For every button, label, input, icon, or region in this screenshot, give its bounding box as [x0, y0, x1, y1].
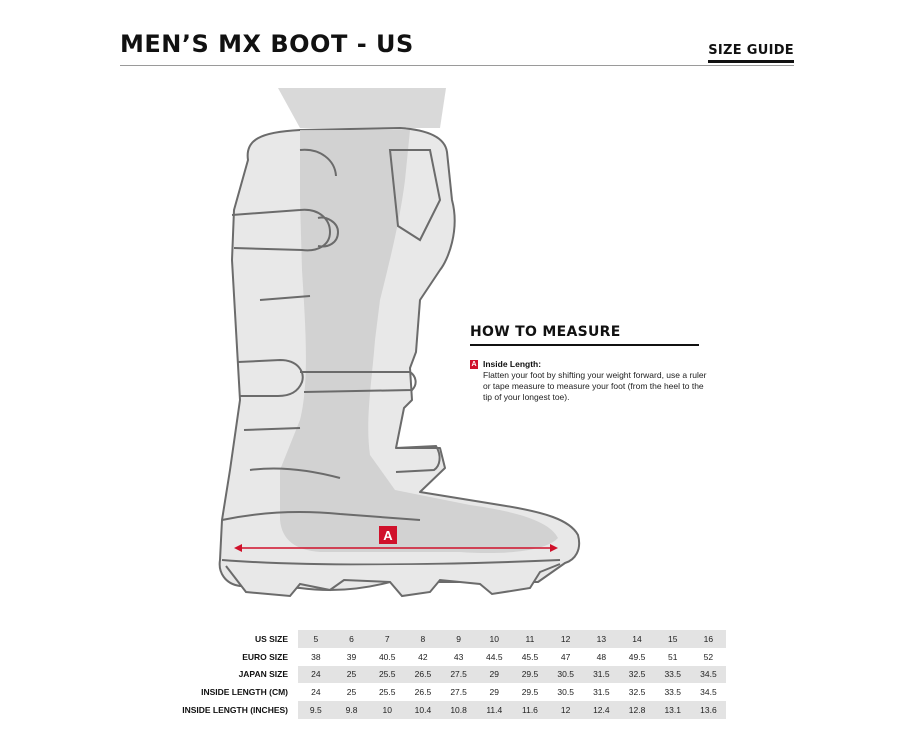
row-label: JAPAN SIZE	[238, 669, 288, 680]
foot-silhouette	[280, 130, 558, 554]
table-cell: 32.5	[619, 683, 655, 702]
boot-sole	[225, 563, 561, 598]
table-cell: 42	[405, 647, 441, 666]
table-cell: 29	[476, 683, 513, 702]
table-cell: 5	[298, 630, 334, 648]
table-cell: 30.5	[547, 665, 584, 684]
table-cell: 29.5	[512, 665, 548, 684]
table-cell: 40.5	[369, 647, 406, 666]
table-cell: 33.5	[654, 665, 691, 684]
table-cell: 24	[298, 665, 334, 684]
table-cell: 9	[440, 630, 477, 648]
table-cell: 8	[405, 630, 441, 648]
row-label: US SIZE	[254, 633, 288, 644]
table-cell: 49.5	[619, 647, 655, 666]
table-cell: 13.1	[654, 701, 691, 719]
table-cell: 34.5	[690, 683, 727, 702]
table-cell: 26.5	[405, 665, 441, 684]
table-cell: 10.4	[405, 701, 441, 719]
table-cell: 16	[690, 630, 727, 648]
table-cell: 27.5	[440, 665, 477, 684]
size-guide-tab[interactable]: SIZE GUIDE	[708, 43, 794, 63]
table-cell: 51	[654, 647, 691, 666]
table-cell: 10.8	[440, 701, 477, 719]
row-label: INSIDE LENGTH (CM)	[201, 687, 288, 698]
table-cell: 12	[547, 630, 584, 648]
table-cell: 25	[333, 665, 370, 684]
table-cell: 25	[333, 683, 370, 702]
how-to-measure-heading: HOW TO MEASURE	[470, 324, 621, 340]
table-cell: 11.4	[476, 701, 513, 719]
how-to-measure-panel: HOW TO MEASURE A Inside Length: Flatten …	[470, 324, 710, 403]
table-cell: 25.5	[369, 665, 406, 684]
marker-a-badge	[379, 526, 397, 544]
table-cell: 31.5	[583, 683, 620, 702]
table-cell: 7	[369, 630, 406, 648]
table-cell: 29.5	[512, 683, 548, 702]
how-to-measure-rule	[470, 344, 699, 346]
table-cell: 6	[333, 630, 370, 648]
table-cell: 12	[547, 701, 584, 719]
measure-description: Flatten your foot by shifting your weigh…	[483, 370, 707, 402]
measure-label: Inside Length:	[483, 359, 542, 369]
table-cell: 43	[440, 647, 477, 666]
measure-instruction-inside-length: A Inside Length: Flatten your foot by sh…	[470, 359, 710, 403]
table-cell: 45.5	[512, 647, 548, 666]
table-cell: 12.4	[583, 701, 620, 719]
table-cell: 34.5	[690, 665, 727, 684]
table-cell: 9.5	[298, 701, 334, 719]
table-cell: 48	[583, 647, 620, 666]
table-cell: 11.6	[512, 701, 548, 719]
table-cell: 10	[369, 701, 406, 719]
boot-straps	[221, 148, 561, 566]
table-cell: 24	[298, 683, 334, 702]
table-cell: 25.5	[369, 683, 406, 702]
marker-a-label: A	[383, 528, 393, 543]
table-cell: 33.5	[654, 683, 691, 702]
header-divider	[120, 65, 794, 66]
boot-diagram: A	[218, 88, 581, 598]
row-label: EURO SIZE	[242, 651, 288, 662]
row-label: INSIDE LENGTH (INCHES)	[182, 705, 288, 716]
table-cell: 11	[512, 630, 548, 648]
inside-length-measure: A	[234, 526, 558, 552]
table-cell: 13	[583, 630, 620, 648]
table-cell: 10	[476, 630, 513, 648]
table-cell: 13.6	[690, 701, 727, 719]
table-cell: 31.5	[583, 665, 620, 684]
table-cell: 29	[476, 665, 513, 684]
table-cell: 39	[333, 647, 370, 666]
table-cell: 12.8	[619, 701, 655, 719]
table-cell: 9.8	[333, 701, 370, 719]
table-cell: 47	[547, 647, 584, 666]
table-cell: 15	[654, 630, 691, 648]
table-cell: 14	[619, 630, 655, 648]
measure-badge-a: A	[470, 360, 478, 369]
page-title: MEN’S MX BOOT - US	[120, 30, 414, 58]
table-cell: 26.5	[405, 683, 441, 702]
table-cell: 30.5	[547, 683, 584, 702]
leg-shape	[278, 88, 446, 128]
table-cell: 44.5	[476, 647, 513, 666]
table-cell: 32.5	[619, 665, 655, 684]
table-cell: 27.5	[440, 683, 477, 702]
table-cell: 52	[690, 647, 727, 666]
table-cell: 38	[298, 647, 334, 666]
